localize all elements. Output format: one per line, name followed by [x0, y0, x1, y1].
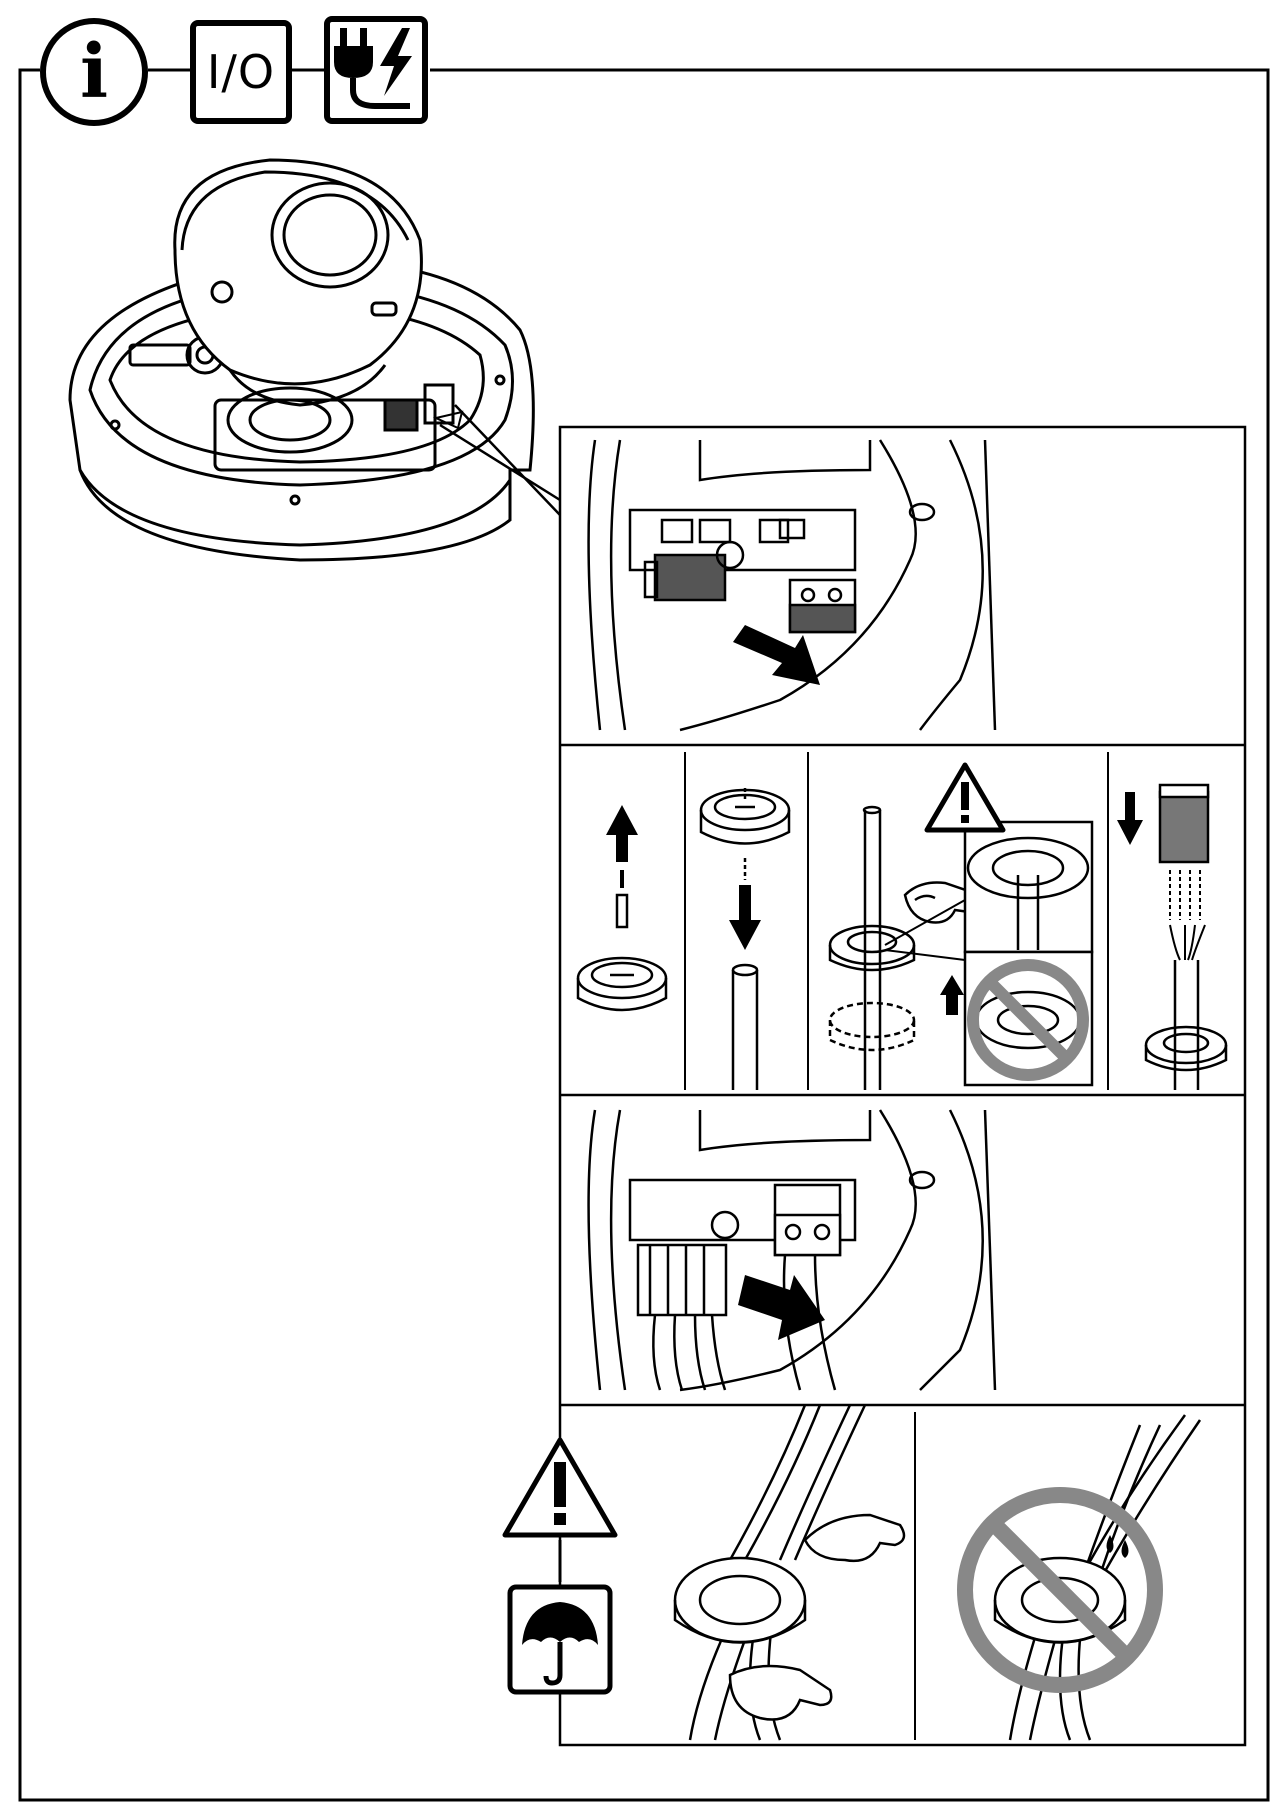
- warning-triangle-icon: [502, 1437, 618, 1538]
- water-drop-icon: [1106, 1535, 1129, 1558]
- moisture-warning-step: [673, 1404, 1202, 1741]
- info-icon-glyph: i: [79, 29, 109, 115]
- down-arrow-icon: [1117, 792, 1143, 845]
- power-icon: [324, 16, 428, 124]
- steps-frame: [558, 425, 1247, 1747]
- remove-connectors-step: [587, 439, 997, 732]
- grommet-cable-routing-step: [576, 783, 1228, 1090]
- info-icon: i: [40, 18, 148, 126]
- down-arrow-icon: [729, 885, 761, 950]
- io-icon-label: I/O: [206, 45, 276, 99]
- warning-triangle-icon: [924, 762, 1006, 833]
- io-icon: I/O: [190, 20, 292, 124]
- prohibited-icon: [957, 1487, 1163, 1693]
- umbrella-icon: [507, 1584, 613, 1695]
- up-arrow-icon: [606, 805, 638, 862]
- prohibited-icon: [967, 959, 1089, 1081]
- outer-frame: [18, 68, 1270, 1802]
- insert-connectors-step: [587, 1109, 997, 1392]
- pull-arrow: [733, 625, 820, 685]
- push-arrow: [738, 1275, 825, 1340]
- camera-overview-illustration: [68, 158, 561, 562]
- plug-lightning-icon: [334, 28, 412, 109]
